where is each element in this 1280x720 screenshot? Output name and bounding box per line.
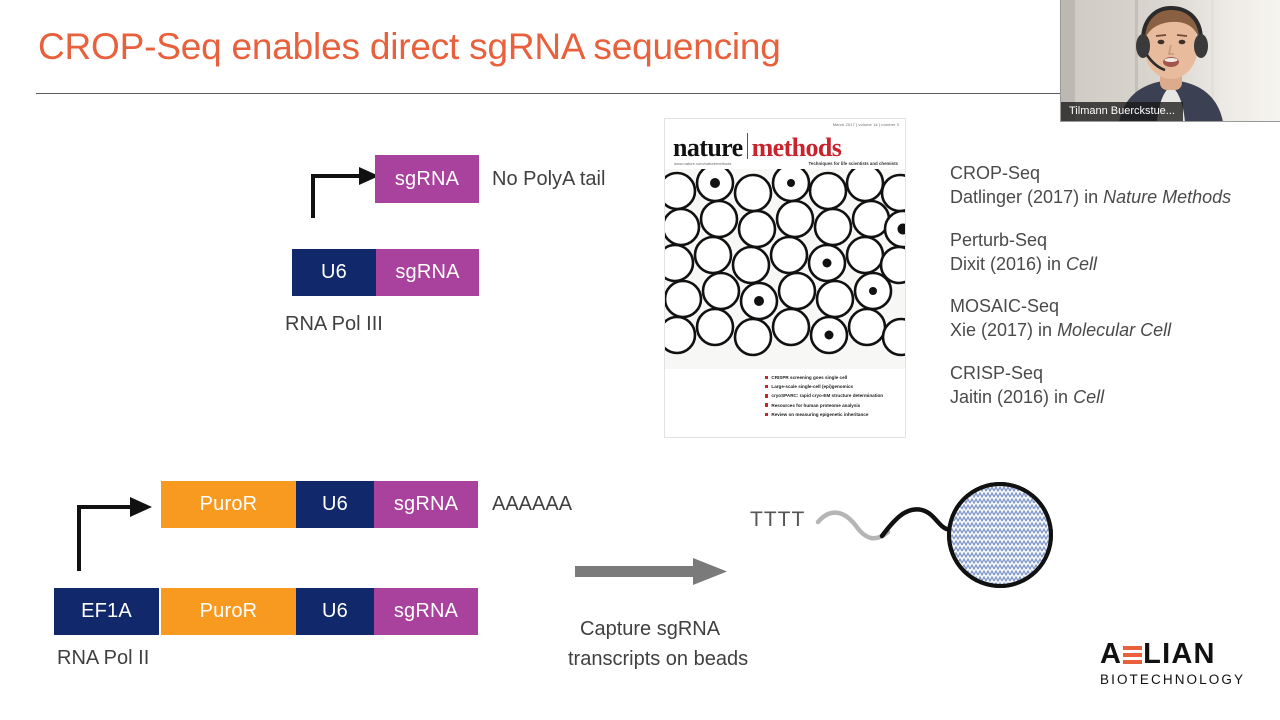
- promoter-arrow-pol3: [311, 167, 379, 218]
- aelian-logo: A LIAN BIOTECHNOLOGY: [1100, 640, 1258, 688]
- logo-subtitle: BIOTECHNOLOGY: [1100, 672, 1246, 687]
- bead-and-strands: [815, 482, 1053, 588]
- reference-author: Jaitin (2016) in: [950, 387, 1074, 408]
- reference-item: MOSAIC-Seq Xie (2017) in Molecular Cell: [950, 294, 1270, 343]
- cover-artwork-circles: [665, 169, 905, 369]
- reference-citation: Dixit (2016) in Cell: [950, 252, 1270, 276]
- bullet-square-icon: [765, 384, 769, 389]
- page-title: CROP-Seq enables direct sgRNA sequencing: [38, 26, 781, 67]
- reference-item: CRISP-Seq Jaitin (2016) in Cell: [950, 361, 1270, 410]
- oligo-tttt-label: TTTT: [750, 508, 806, 531]
- reference-list: CROP-Seq Datlinger (2017) in Nature Meth…: [950, 161, 1270, 427]
- reference-citation: Xie (2017) in Molecular Cell: [950, 318, 1270, 342]
- reference-method-name: CRISP-Seq: [950, 362, 1044, 383]
- cover-masthead-divider: [746, 133, 748, 159]
- reference-method-name: Perturb-Seq: [950, 229, 1048, 250]
- reference-method-name: CROP-Seq: [950, 163, 1041, 183]
- cover-title-nature: nature: [673, 133, 743, 163]
- top-construct-u6-box: U6: [292, 249, 376, 296]
- reference-citation: Datlinger (2017) in Nature Methods: [950, 185, 1270, 209]
- reference-author: Datlinger (2017) in: [950, 187, 1104, 208]
- nature-methods-cover: March 2017 | volume 14 | number 3 nature…: [664, 118, 906, 438]
- rna-pol-iii-label: RNA Pol III: [285, 313, 383, 335]
- bullet-square-icon: [765, 403, 769, 407]
- cover-bullet-item: Review on measuring epigenetic inheritan…: [765, 412, 899, 417]
- rna-pol-ii-label: RNA Pol II: [57, 647, 150, 669]
- reference-author: Xie (2017) in: [950, 320, 1058, 341]
- no-polya-tail-label: No PolyA tail: [492, 168, 606, 190]
- cover-bullet-item: cryoSPARC: rapid cryo-EM structure deter…: [765, 393, 899, 398]
- cover-tagline: Techniques for life scientists and chemi…: [808, 161, 898, 166]
- webcam-video-tile[interactable]: Tilmann Buerckstue...: [1060, 0, 1280, 122]
- top-construct-sgrna-box: sgRNA: [376, 249, 479, 296]
- logo-letters-lian: LIAN: [1143, 638, 1216, 670]
- webcam-participant-name: Tilmann Buerckstue...: [1061, 102, 1183, 121]
- logo-wordmark: A LIAN: [1100, 640, 1258, 669]
- capture-caption-line1: Capture sgRNA: [580, 618, 721, 640]
- bottom-construct-u6-box: U6: [296, 588, 374, 635]
- reference-item: CROP-Seq Datlinger (2017) in Nature Meth…: [950, 161, 1270, 210]
- cover-bullet-item: Large-scale single-cell (epi)genomics: [765, 384, 899, 389]
- bead-capture-illustration: Capture sgRNA transcripts on beads TTTT: [560, 460, 1080, 690]
- reference-citation: Jaitin (2016) in Cell: [950, 385, 1270, 409]
- cover-bullet-text: Resources for human proteome analysis: [771, 402, 861, 408]
- reference-author: Dixit (2016) in: [950, 253, 1067, 274]
- cover-bullet-item: CRISPR screening goes single cell: [765, 375, 899, 380]
- cover-url: www.nature.com/naturemethods: [674, 161, 732, 166]
- reference-journal: Molecular Cell: [1057, 320, 1172, 341]
- cover-issue-line: March 2017 | volume 14 | number 3: [832, 122, 899, 127]
- bottom-construct-puror-box: PuroR: [161, 588, 296, 635]
- reference-journal: Cell: [1066, 253, 1098, 274]
- promoter-arrow-pol2: [77, 497, 152, 571]
- top-transcript-sgrna-box: sgRNA: [375, 155, 479, 203]
- cover-bullet-text: cryoSPARC: rapid cryo-EM structure deter…: [771, 393, 884, 399]
- cover-bullet-item: Resources for human proteome analysis: [765, 403, 899, 408]
- bullet-square-icon: [765, 394, 769, 398]
- bullet-square-icon: [765, 412, 769, 416]
- reference-journal: Cell: [1073, 387, 1105, 408]
- logo-ae-ligature-icon: [1123, 645, 1143, 664]
- bottom-construct-ef1a-box: EF1A: [54, 588, 159, 635]
- reference-item: Perturb-Seq Dixit (2016) in Cell: [950, 228, 1270, 277]
- title-divider: [36, 93, 1226, 94]
- logo-letter-a: A: [1100, 638, 1123, 670]
- bottom-transcript-puror-box: PuroR: [161, 481, 296, 528]
- bottom-construct-sgrna-box: sgRNA: [374, 588, 478, 635]
- cover-bullet-text: Review on measuring epigenetic inheritan…: [771, 411, 869, 417]
- bottom-transcript-u6-box: U6: [296, 481, 374, 528]
- cover-bullet-text: CRISPR screening goes single cell: [771, 375, 848, 380]
- reference-method-name: MOSAIC-Seq: [950, 296, 1060, 317]
- cover-bullet-list: CRISPR screening goes single cell Large-…: [765, 375, 899, 421]
- process-arrow-icon: [575, 558, 727, 585]
- cover-title-methods: methods: [751, 133, 842, 163]
- reference-journal: Nature Methods: [1103, 187, 1232, 208]
- bullet-square-icon: [765, 375, 769, 380]
- polya-tail-label: AAAAAA: [492, 493, 573, 515]
- cover-bullet-text: Large-scale single-cell (epi)genomics: [771, 384, 854, 390]
- bottom-transcript-sgrna-box: sgRNA: [374, 481, 478, 528]
- capture-caption-line2: transcripts on beads: [568, 648, 749, 670]
- cover-masthead: nature methods: [673, 130, 899, 163]
